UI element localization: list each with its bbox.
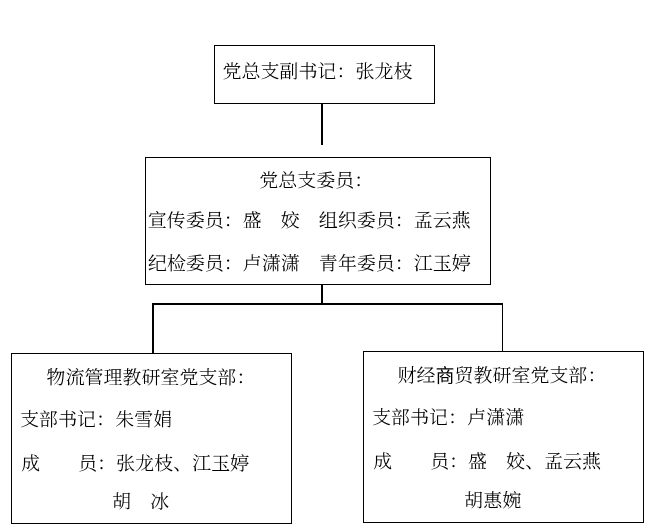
finance-branch-title: 财经商贸教研室党支部： [397,361,607,389]
finance-branch-secretary: 支部书记：卢潇潇 [372,402,525,430]
logistics-branch-members2: 胡 冰 [112,487,170,515]
committee-row2: 纪检委员：卢潇潇 青年委员：江玉婷 [147,248,471,276]
logistics-branch-title: 物流管理教研室党支部： [46,362,256,390]
logistics-branch-members: 成 员：张龙枝、江玉婷 [21,448,250,476]
committee-row1: 宣传委员：盛 姣 组织委员：孟云燕 [147,206,471,234]
logistics-branch-box: 物流管理教研室党支部： 支部书记：朱雪娟 成 员：张龙枝、江玉婷 胡 冰 [11,353,292,524]
finance-branch-members2: 胡惠婉 [464,485,522,513]
logistics-branch-secretary: 支部书记：朱雪娟 [20,404,173,432]
connector-deputy-to-committee [321,102,323,145]
finance-branch-members: 成 员：盛 姣、孟云燕 [373,447,602,475]
connector-branch-left [152,304,154,354]
finance-branch-box: 财经商贸教研室党支部： 支部书记：卢潇潇 成 员：盛 姣、孟云燕 胡惠婉 [363,351,644,523]
connector-committee-stub [321,285,323,304]
deputy-secretary-text: 党总支副书记：张龙枝 [222,56,413,84]
deputy-secretary-box: 党总支副书记：张龙枝 [214,45,435,104]
committee-box: 党总支委员： 宣传委员：盛 姣 组织委员：孟云燕 纪检委员：卢潇潇 青年委员：江… [145,157,491,285]
committee-title: 党总支委员： [259,165,374,193]
connector-branch-horizontal [152,303,503,305]
connector-branch-right [501,304,503,352]
